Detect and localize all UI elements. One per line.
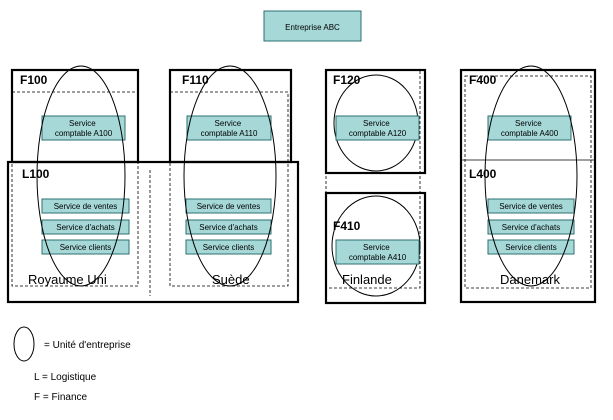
l100-code: L100 [22, 167, 50, 181]
dk-customer-service-label: Service clients [505, 243, 557, 252]
a110-service-box [186, 115, 272, 141]
uk-sales-service-box [41, 198, 130, 214]
uk-purchasing-service-label: Service d'achats [56, 223, 114, 232]
uk-country-name: Royaume Uni [28, 272, 107, 287]
se-business-unit-ellipse [183, 65, 277, 287]
a110-service-label: Service comptable A110 [201, 119, 258, 138]
a410-service-box [335, 239, 420, 265]
dk-purchasing-service-label: Service d'achats [502, 223, 560, 232]
dk-purchasing-service-box [487, 219, 575, 235]
dk-country-name: Danemark [500, 272, 560, 287]
dk-customer-service-box [487, 239, 575, 255]
f400-code: F400 [469, 73, 497, 87]
a120-service-box [335, 115, 420, 141]
legend-logistics: L = Logistique [34, 372, 97, 383]
se-country-name: Suède [212, 272, 250, 287]
l100-frame [6, 160, 300, 304]
uk-country-frame [11, 91, 139, 287]
dk-sales-service-label: Service de ventes [499, 202, 563, 211]
f120-frame [324, 68, 427, 175]
f100-code: F100 [20, 73, 48, 87]
f120-code: F120 [333, 73, 361, 87]
legend-finance: F = Finance [34, 392, 88, 403]
f110-frame [168, 68, 293, 164]
fi-country-name: Finlande [342, 272, 392, 287]
a400-service-box [487, 115, 572, 141]
a100-service-box [41, 115, 126, 141]
f410-frame [324, 191, 427, 305]
uk-sales-service-label: Service de ventes [54, 202, 118, 211]
f110-code: F110 [182, 73, 209, 87]
l400-code: L400 [469, 167, 497, 181]
a410-service-label: Service comptable A410 [349, 243, 407, 262]
se-customer-service-box [185, 239, 272, 255]
dk-country-frame [459, 68, 597, 304]
dk-business-unit-ellipse [484, 65, 578, 287]
company-title-box [263, 10, 362, 42]
a100-service-label: Service comptable A100 [55, 119, 113, 138]
a400-service-label: Service comptable A400 [501, 119, 559, 138]
dk-inner-dashed-frame [464, 75, 592, 289]
dk-sales-service-box [487, 198, 575, 214]
legend-ellipse-symbol [13, 326, 35, 362]
se-sales-service-label: Service de ventes [197, 202, 261, 211]
company-title: Entreprise ABC [285, 23, 340, 32]
a120-service-label: Service comptable A120 [349, 119, 407, 138]
f410-business-unit-ellipse [331, 195, 421, 297]
se-purchasing-service-label: Service d'achats [199, 223, 257, 232]
uk-customer-service-label: Service clients [60, 243, 112, 252]
uk-business-unit-ellipse [36, 65, 126, 287]
se-customer-service-label: Service clients [203, 243, 255, 252]
legend-business-unit: = Unité d'entreprise [44, 340, 131, 351]
f410-code: F410 [333, 219, 361, 233]
uk-customer-service-box [41, 239, 130, 255]
